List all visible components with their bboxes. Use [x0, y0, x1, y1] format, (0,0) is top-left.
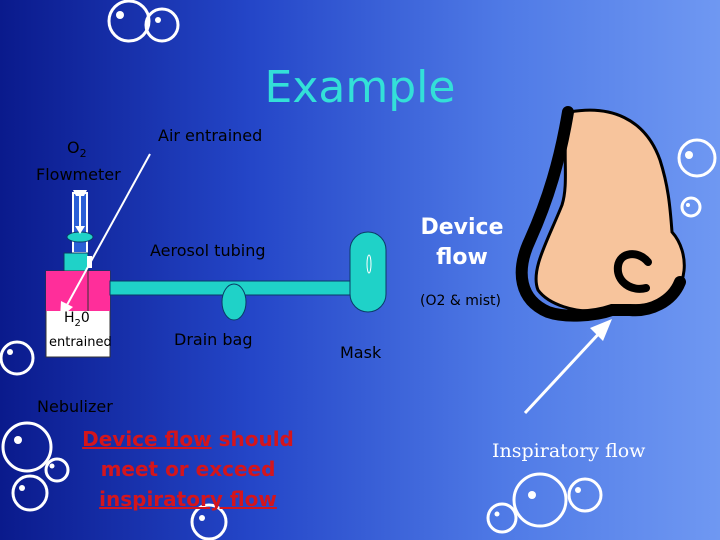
flowmeter-flow-arrowhead: [75, 226, 85, 234]
bubble: [1, 421, 53, 473]
inspiratory-flow-label: Inspiratory flow: [492, 440, 646, 462]
bubbles-left: [0, 340, 228, 540]
aerosol-tubing-label: Aerosol tubing: [150, 241, 266, 260]
mask-label: Mask: [340, 343, 382, 362]
device-flow-line2: flow: [436, 245, 488, 270]
bubbles-top: [107, 0, 180, 43]
bubbles-right: [677, 138, 717, 218]
drain-bag: [221, 283, 247, 321]
nose-outline: [515, 106, 686, 322]
o2-label-text: O: [67, 138, 80, 157]
device-flow-label: Device flow: [412, 213, 512, 273]
nebulizer: [45, 252, 111, 358]
bubble-dot: [199, 515, 205, 521]
bubble-dot: [494, 511, 500, 517]
air-entrained-arrowhead: [60, 301, 73, 318]
h2o-subscript: 2: [74, 317, 81, 329]
h2o-label: H20: [64, 310, 90, 329]
bubble: [680, 196, 702, 218]
bubble: [677, 138, 717, 178]
o2-label-subscript: 2: [79, 147, 87, 161]
entrained-label: entrained: [49, 335, 112, 350]
h2o-h: H: [64, 310, 75, 326]
bubble: [567, 477, 603, 513]
bubble: [512, 472, 568, 528]
bubble-dot: [7, 349, 13, 355]
device-flow-statement: Device flow should meet or exceed inspir…: [68, 424, 308, 514]
h2o-rest: 0: [80, 310, 90, 326]
bubble-dot: [19, 485, 25, 491]
bubble-dot: [49, 463, 55, 469]
flowmeter-cap: [73, 190, 87, 196]
statement-line3-underlined: inspiratory flow: [99, 487, 277, 511]
air-entrained-arrow: [60, 153, 151, 318]
bubble: [0, 340, 35, 376]
bubble-dot: [116, 11, 124, 19]
statement-line1: Device flow should: [68, 424, 308, 454]
flowmeter-label: Flowmeter: [36, 165, 121, 184]
o2-label: O2: [67, 138, 87, 160]
inspiratory-flow-arrow-line: [523, 326, 606, 415]
bubble-dot: [528, 491, 536, 499]
bubble: [44, 457, 70, 483]
statement-line1-underlined: Device flow: [82, 427, 212, 451]
drain-bag-label: Drain bag: [174, 330, 253, 349]
bubble-dot: [155, 17, 161, 23]
statement-line1-rest: should: [211, 427, 294, 451]
inspiratory-flow-arrowhead: [590, 319, 612, 341]
bubble: [11, 474, 49, 512]
bubbles-bottom: [486, 472, 603, 534]
page-title: Example: [264, 62, 456, 113]
bubble: [486, 502, 518, 534]
flowmeter: [66, 190, 94, 254]
statement-line2: meet or exceed: [100, 457, 276, 481]
aerosol-tubing: [109, 231, 387, 321]
nebulizer-head: [63, 252, 89, 272]
nostril: [613, 250, 652, 293]
inspiratory-flow-arrow: [523, 319, 612, 415]
nose-illustration: [515, 106, 686, 322]
bubble-dot: [14, 436, 22, 444]
bubble: [190, 503, 228, 540]
air-entrained-label: Air entrained: [158, 126, 263, 145]
bubble-dot: [575, 487, 581, 493]
nebulizer-label: Nebulizer: [37, 397, 113, 416]
nebulizer-fluid: [46, 271, 110, 311]
bubble-dot: [686, 203, 690, 207]
bubble-dot: [685, 151, 693, 159]
bubble: [144, 7, 180, 43]
air-entrained-arrow-line: [66, 153, 151, 306]
mask-port: [366, 254, 372, 274]
bubble: [107, 0, 151, 43]
device-flow-line1: Device: [420, 215, 504, 240]
o2-mist-label: (O2 & mist): [420, 293, 501, 309]
